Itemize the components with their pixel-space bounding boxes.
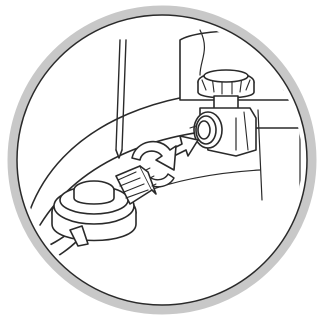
cylinder-valve <box>190 70 256 156</box>
